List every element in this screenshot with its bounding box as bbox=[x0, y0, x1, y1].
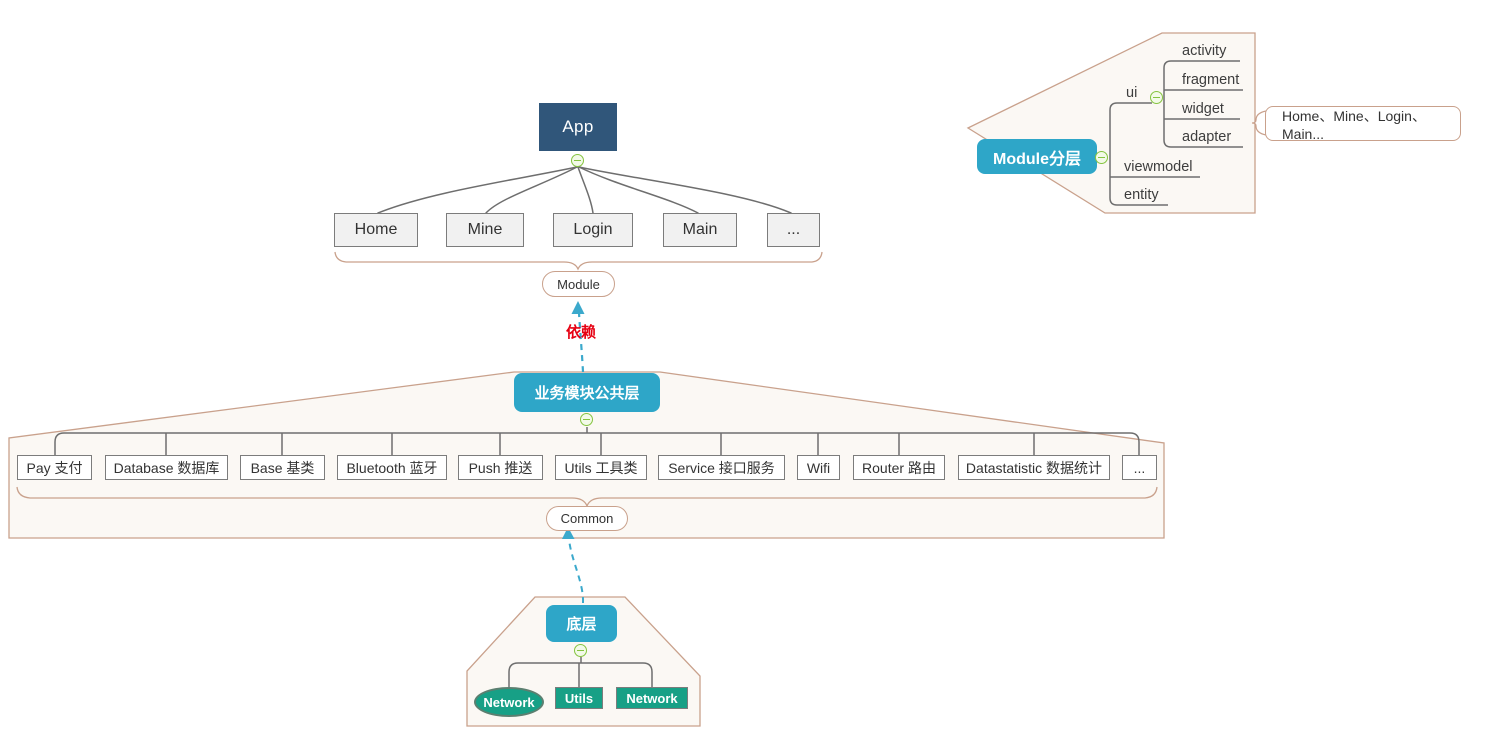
minus-icon bbox=[583, 418, 590, 421]
common-module-wifi[interactable]: Wifi bbox=[797, 455, 840, 480]
module-node-home[interactable]: Home bbox=[334, 213, 418, 247]
base-dependency-arrow-head bbox=[562, 527, 575, 539]
module-layering-connectors bbox=[1109, 60, 1243, 206]
common-module-pay[interactable]: Pay 支付 bbox=[17, 455, 92, 480]
module-layering-node[interactable]: Module分层 bbox=[977, 139, 1097, 174]
app-collapse-icon[interactable] bbox=[571, 154, 584, 167]
base-child-utils[interactable]: Utils bbox=[555, 687, 603, 709]
common-module-push[interactable]: Push 推送 bbox=[458, 455, 543, 480]
dependency-arrow-line bbox=[577, 312, 585, 373]
tree-node-adapter[interactable]: adapter bbox=[1182, 129, 1232, 145]
module-layering-callout[interactable]: Home、Mine、Login、Main... bbox=[1265, 106, 1461, 142]
base-children-connectors bbox=[508, 657, 653, 687]
base-dependency-arrow-line bbox=[568, 538, 585, 604]
minus-icon bbox=[577, 649, 584, 652]
common-modules-connectors bbox=[54, 427, 1140, 455]
base-child-network[interactable]: Network bbox=[616, 687, 688, 709]
callout-tail bbox=[1251, 110, 1267, 136]
module-node-main[interactable]: Main bbox=[663, 213, 737, 247]
business-common-layer-node[interactable]: 业务模块公共层 bbox=[514, 373, 660, 412]
base-child-network-ellipse[interactable]: Network bbox=[474, 687, 544, 717]
app-root-node[interactable]: App bbox=[539, 103, 617, 151]
module-node-mine[interactable]: Mine bbox=[446, 213, 524, 247]
dependency-arrow-head bbox=[571, 301, 585, 314]
module-node-more[interactable]: ... bbox=[767, 213, 820, 247]
common-module-service[interactable]: Service 接口服务 bbox=[658, 455, 785, 480]
common-module-more[interactable]: ... bbox=[1122, 455, 1157, 480]
common-module-base[interactable]: Base 基类 bbox=[240, 455, 325, 480]
common-module-bluetooth[interactable]: Bluetooth 蓝牙 bbox=[337, 455, 447, 480]
business-layer-collapse-icon[interactable] bbox=[580, 413, 593, 426]
tree-node-viewmodel[interactable]: viewmodel bbox=[1124, 159, 1193, 175]
module-node-login[interactable]: Login bbox=[553, 213, 633, 247]
module-brace bbox=[334, 251, 823, 271]
minus-icon bbox=[1153, 96, 1160, 99]
tree-node-ui[interactable]: ui bbox=[1126, 85, 1138, 101]
common-group-label[interactable]: Common bbox=[546, 506, 628, 531]
tree-node-entity[interactable]: entity bbox=[1124, 187, 1159, 203]
common-module-utils[interactable]: Utils 工具类 bbox=[555, 455, 647, 480]
common-module-datastatistic[interactable]: Datastatistic 数据统计 bbox=[958, 455, 1110, 480]
base-layer-node[interactable]: 底层 bbox=[546, 605, 617, 642]
module-group-label[interactable]: Module bbox=[542, 271, 615, 297]
common-module-router[interactable]: Router 路由 bbox=[853, 455, 945, 480]
minus-icon bbox=[1098, 156, 1105, 159]
module-layering-collapse-icon[interactable] bbox=[1095, 151, 1108, 164]
dependency-label: 依赖 bbox=[565, 323, 596, 341]
base-layer-collapse-icon[interactable] bbox=[574, 644, 587, 657]
tree-node-widget[interactable]: widget bbox=[1182, 101, 1224, 117]
tree-node-activity[interactable]: activity bbox=[1182, 43, 1227, 59]
common-module-database[interactable]: Database 数据库 bbox=[105, 455, 228, 480]
tree-node-fragment[interactable]: fragment bbox=[1182, 72, 1240, 88]
app-children-connectors bbox=[377, 166, 792, 214]
module-layering-hull bbox=[966, 32, 1256, 214]
ui-collapse-icon[interactable] bbox=[1150, 91, 1163, 104]
minus-icon bbox=[574, 159, 581, 162]
